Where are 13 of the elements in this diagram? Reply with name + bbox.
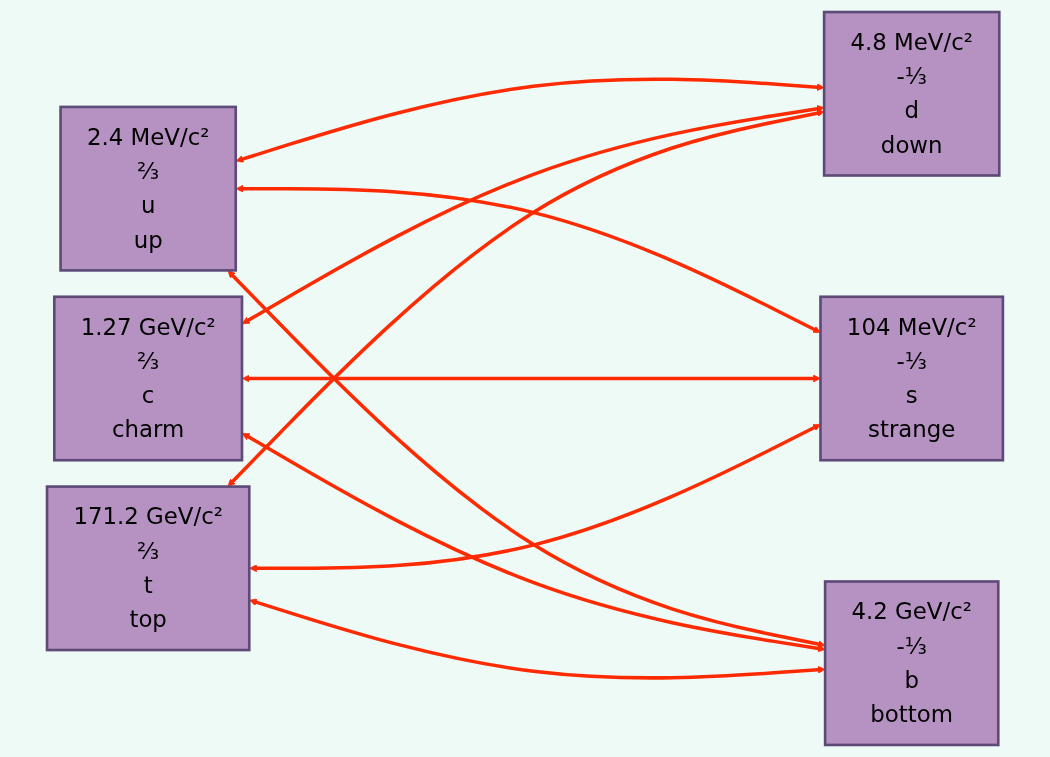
node-box: 4.2 GeV/c² -⅓ b bottom: [823, 580, 1000, 747]
arrow: [227, 109, 825, 487]
arrow: [249, 598, 826, 680]
arrow: [235, 77, 825, 163]
node-box: 1.27 GeV/c² ⅔ c charm: [53, 295, 244, 462]
node-box: 4.8 MeV/c² -⅓ d down: [822, 10, 1001, 177]
node-box: 104 MeV/c² -⅓ s strange: [819, 295, 1005, 462]
node-box: 171.2 GeV/c² ⅔ t top: [45, 485, 251, 652]
arrow: [242, 374, 821, 383]
arrow: [235, 184, 821, 333]
arrow: [227, 270, 826, 648]
arrow: [249, 424, 821, 573]
node-box: 2.4 MeV/c² ⅔ u up: [59, 105, 238, 272]
